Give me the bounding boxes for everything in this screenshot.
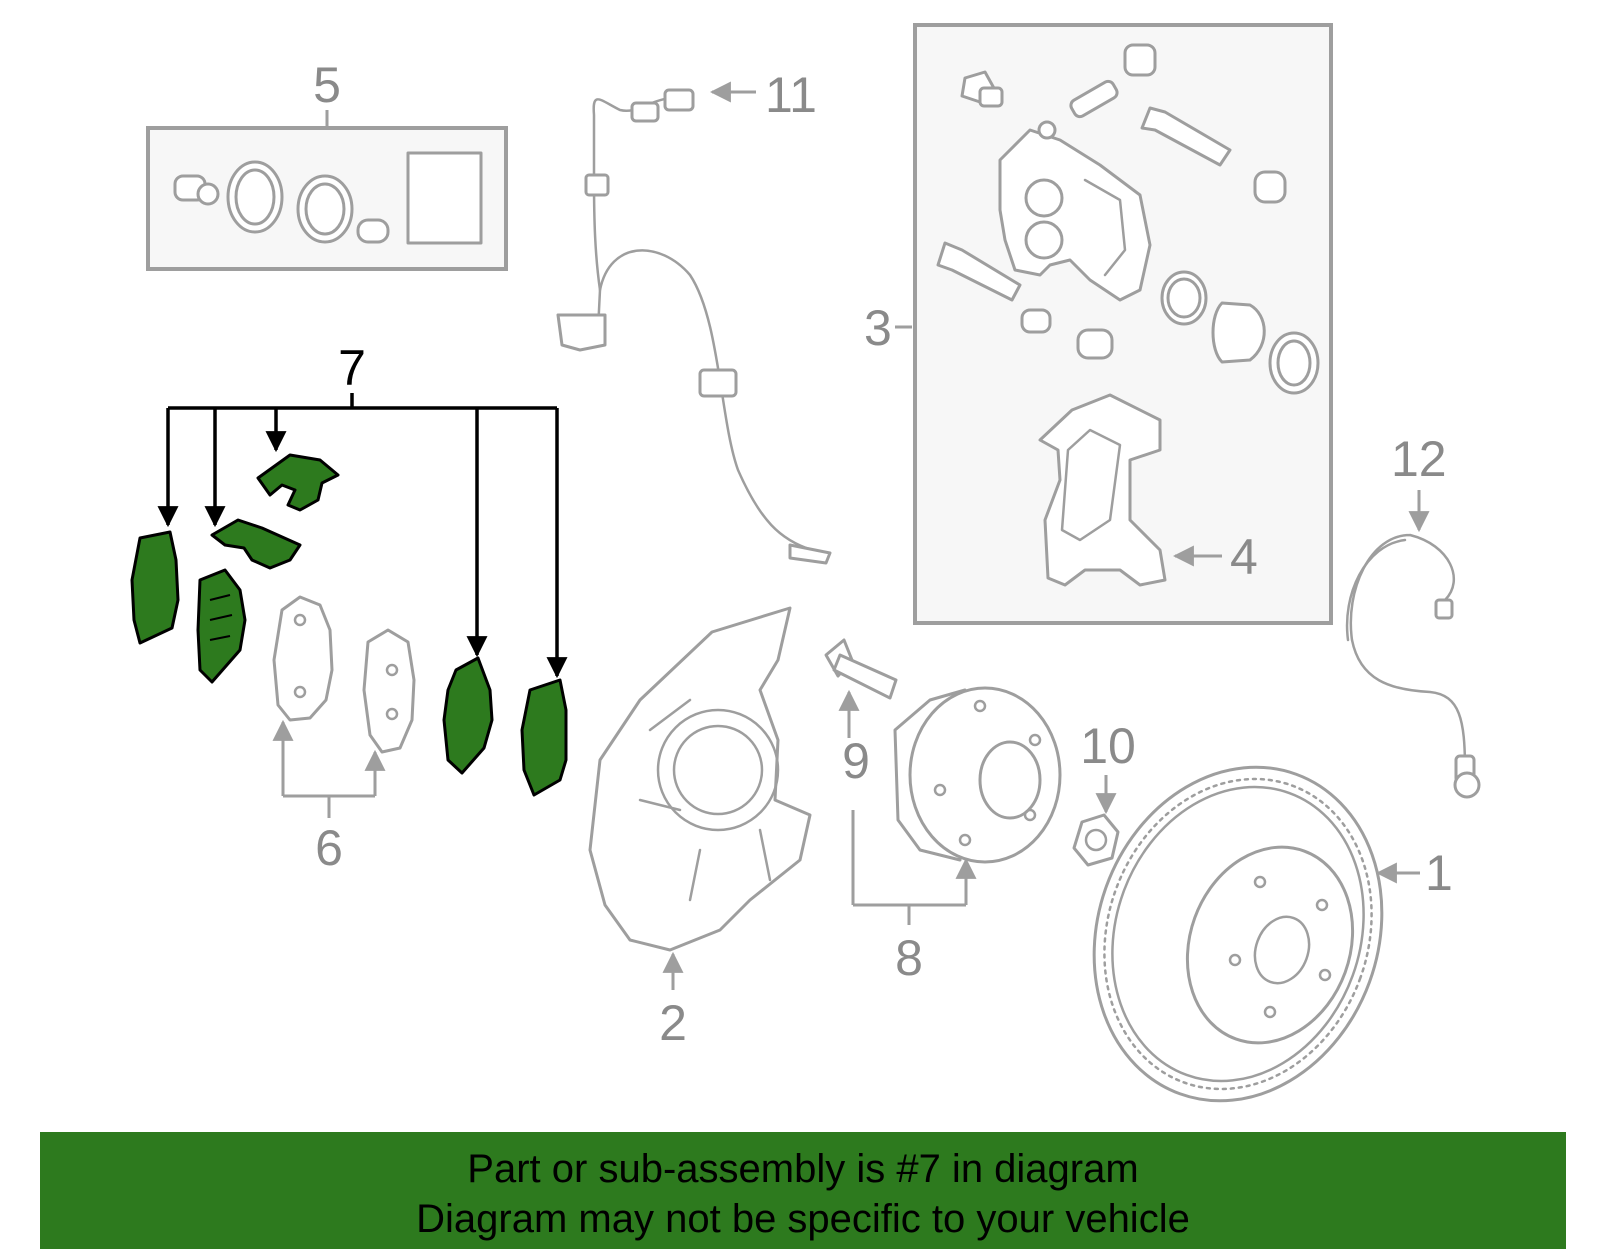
pad-clip-lower-icon — [210, 518, 302, 570]
pin-boot-icon — [356, 218, 390, 244]
part-3-caliper-assembly[interactable] — [913, 23, 1333, 625]
banner-line-1: Part or sub-assembly is #7 in diagram — [467, 1147, 1139, 1191]
brake-pad-inner-icon — [130, 530, 180, 645]
part-8-hub-assembly[interactable] — [851, 686, 1062, 925]
pad-shim-icon — [196, 568, 247, 684]
callout-4: 4 — [1230, 529, 1258, 585]
callout-2: 2 — [659, 995, 687, 1051]
callout-5: 5 — [313, 57, 341, 113]
part-10-hub-nut[interactable] — [1072, 813, 1120, 867]
part-4-caliper-bracket[interactable] — [1038, 393, 1167, 587]
callout-11: 11 — [765, 67, 817, 123]
dust-seal-icon — [296, 174, 354, 244]
callout-12: 12 — [1391, 431, 1447, 487]
part-1-brake-rotor[interactable] — [1048, 726, 1427, 1141]
callout-6: 6 — [315, 820, 343, 876]
pad-clip-upper-icon — [256, 453, 340, 512]
brake-pad-outer-1-icon — [442, 656, 494, 775]
callout-7: 7 — [338, 340, 366, 396]
banner-line-2: Diagram may not be specific to your vehi… — [416, 1197, 1190, 1241]
part-12-brake-hose[interactable] — [1345, 533, 1481, 799]
part-9-wheel-stud[interactable] — [824, 638, 898, 700]
bleeder-screw-icon — [1069, 43, 1157, 119]
info-banner: Part or sub-assembly is #7 in diagram Di… — [40, 1132, 1566, 1249]
part-2-dust-shield[interactable] — [588, 606, 812, 952]
callout-10: 10 — [1080, 718, 1136, 774]
bolt-icon — [960, 70, 1004, 108]
part-6-brake-pads[interactable] — [272, 595, 416, 818]
callout-3: 3 — [864, 300, 892, 356]
callout-9: 9 — [842, 733, 870, 789]
brake-pad-outer-2-icon — [520, 678, 568, 797]
piston-icon — [1160, 270, 1320, 395]
part-7-brake-pad-set[interactable] — [130, 393, 568, 797]
pin-boot-icon — [1020, 170, 1287, 360]
guide-pin-icon — [936, 106, 1232, 302]
boot-icon — [173, 174, 220, 206]
callout-8: 8 — [895, 930, 923, 986]
part-11-speed-sensor[interactable] — [556, 88, 832, 565]
grease-packet-icon — [406, 151, 483, 245]
callout-1: 1 — [1425, 845, 1453, 901]
piston-seal-icon — [226, 160, 284, 234]
part-5-seal-kit[interactable] — [146, 110, 508, 271]
